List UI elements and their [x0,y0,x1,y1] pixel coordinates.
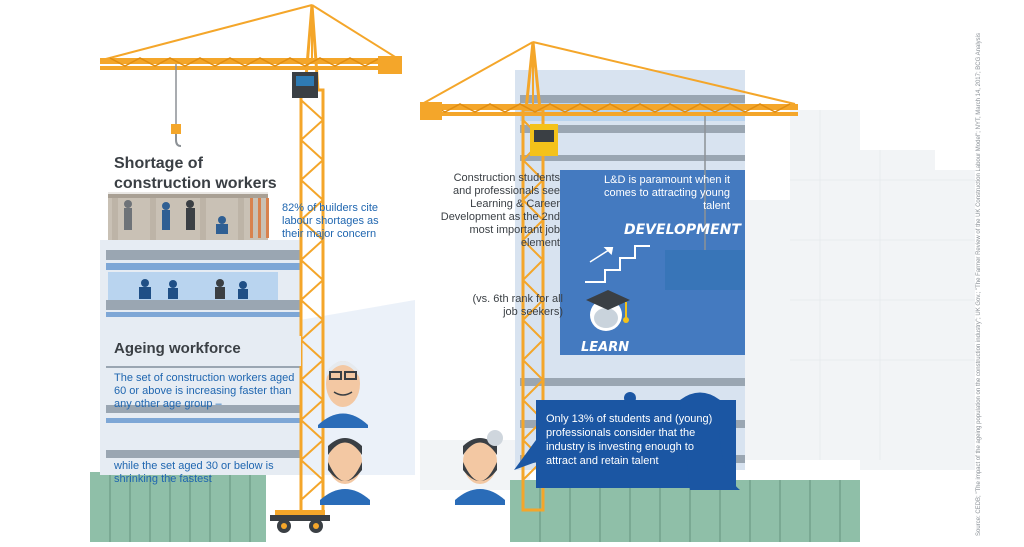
right-crane [420,41,798,512]
shortage-title: Shortage of construction workers [114,155,277,192]
only13-text: Only 13% of students and (young) profess… [546,413,713,467]
learn-label: LEARN [581,340,630,355]
aged60-text: The set of construction workers aged 60 … [114,372,295,410]
bearded-man-avatar-right [455,430,505,505]
ageing-title: Ageing workforce [114,340,241,357]
rank-text: (vs. 6th rank for all job seekers) [472,293,563,318]
old-man-avatar [318,361,368,428]
aged30-text: while the set aged 30 or below is shrink… [114,460,274,485]
bearded-man-avatar-left [320,438,370,505]
ld-text: L&D is paramount when it comes to attrac… [604,174,730,212]
floor-workers [139,279,248,299]
roof-workers [124,200,228,234]
background-skyline [420,110,975,490]
speech-bubble [514,392,740,490]
builders-stat: 82% of builders cite labour shortages as… [282,202,379,240]
shortage-panel [108,152,278,194]
development-label: DEVELOPMENT [624,222,741,238]
left-crane [100,4,402,533]
left-hoarding [90,472,266,542]
graduation-cap-icon [586,290,630,331]
source-note: Source: CEDB; "The impact of the ageing … [976,33,982,536]
staircase-icon [585,245,650,283]
right-hoarding [510,480,860,542]
students-text: Construction students and professionals … [440,172,560,249]
ageing-panel [106,336,301,366]
